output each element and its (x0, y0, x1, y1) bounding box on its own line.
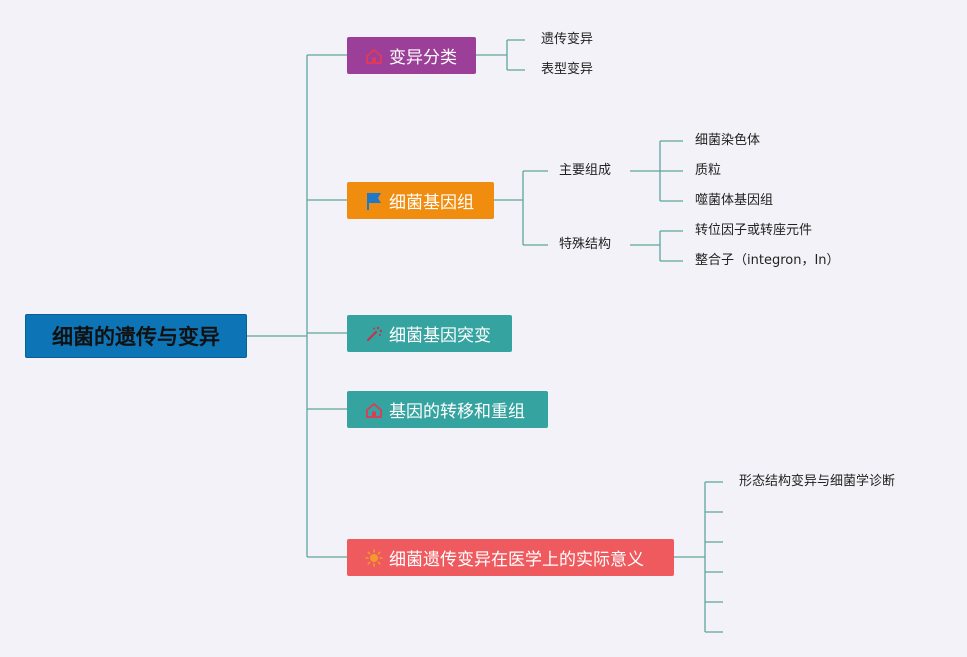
flag-icon (363, 190, 385, 212)
branch-gene-transfer-recombination[interactable]: 基因的转移和重组 (347, 391, 548, 428)
magic-wand-icon (363, 323, 385, 345)
subtopic-main-components[interactable]: 主要组成 (559, 163, 612, 178)
leaf-genetic-variation[interactable]: 遗传变异 (541, 32, 594, 47)
branch-gene-mutation[interactable]: 细菌基因突变 (347, 315, 512, 352)
leaf-plasmid[interactable]: 质粒 (695, 163, 722, 178)
leaf-phage-genome[interactable]: 噬菌体基因组 (695, 193, 774, 208)
branch-variation-classification[interactable]: 变异分类 (347, 37, 476, 74)
branch-label: 细菌基因组 (389, 193, 474, 213)
branch-label: 细菌基因突变 (389, 326, 491, 346)
subtopic-special-structures[interactable]: 特殊结构 (559, 237, 612, 252)
sun-icon (363, 547, 385, 569)
leaf-transposable-elements[interactable]: 转位因子或转座元件 (695, 223, 813, 238)
branch-label: 细菌遗传变异在医学上的实际意义 (389, 550, 644, 570)
root-topic[interactable]: 细菌的遗传与变异 (25, 314, 247, 358)
root-topic-label: 细菌的遗传与变异 (52, 325, 220, 349)
leaf-morphology-diagnosis[interactable]: 形态结构变异与细菌学诊断 (739, 474, 896, 489)
branch-bacterial-genome[interactable]: 细菌基因组 (347, 182, 494, 219)
branch-medical-significance[interactable]: 细菌遗传变异在医学上的实际意义 (347, 539, 674, 576)
leaf-bacterial-chromosome[interactable]: 细菌染色体 (695, 133, 761, 148)
branch-label: 基因的转移和重组 (389, 402, 525, 422)
leaf-phenotypic-variation[interactable]: 表型变异 (541, 62, 594, 77)
branch-label: 变异分类 (389, 48, 457, 68)
house-icon (363, 45, 385, 67)
leaf-integron[interactable]: 整合子（integron，In） (695, 253, 840, 268)
house-icon (363, 399, 385, 421)
